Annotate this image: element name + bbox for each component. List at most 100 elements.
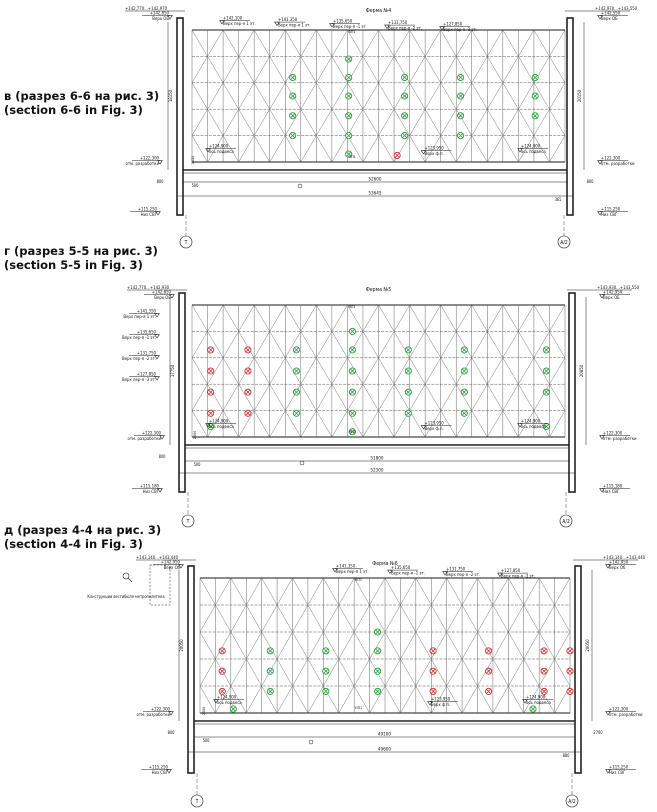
diagonal-1-12-4 <box>378 135 395 163</box>
floor-level-3-2-label: Верх пер-я -2 эт. <box>446 572 480 578</box>
diagonal-3-22-1 <box>538 604 555 633</box>
sensor-red-2-4-cross-b <box>245 347 251 353</box>
sensor-red-2-7-cross-b <box>245 410 251 416</box>
diagonal-2-9-0 <box>331 304 348 332</box>
diagonal-2-9-4 <box>331 410 348 438</box>
diagonal-3-14-1 <box>415 604 432 633</box>
diagonal-3-6-3 <box>292 658 309 687</box>
sensor-red-3-2-cross-b <box>219 689 225 694</box>
floor-level-1-1-value: +141,350 <box>278 17 298 23</box>
axis-bubble-right-3 <box>565 794 579 808</box>
diagonal-3-17-0 <box>461 577 478 606</box>
top-left-range-3: +143,140...+143,440 <box>136 555 179 561</box>
axis-left-label-3: Т <box>195 799 199 805</box>
right-ob-level-2-label: Верх ОБ <box>603 295 620 301</box>
diagonal-1-10-2 <box>347 82 364 110</box>
left-ob-level-3-label: Верх Об <box>164 564 181 571</box>
vestibule-note: Конструкции вестибюля метрополитена <box>87 564 171 606</box>
diagonal-1-4-1 <box>253 56 270 83</box>
diagonal-1-19-2 <box>487 82 504 110</box>
floor-level-1-0-label: Верх пер-я 1 эт. <box>223 21 256 27</box>
diagonal-3-7-4 <box>307 685 324 714</box>
diagonal-3-19-1 <box>492 604 509 633</box>
diagonal-1-7-1 <box>300 56 317 83</box>
hanger-right-1-label: ось подвеса <box>521 150 546 155</box>
diagonal-1-8-0 <box>316 29 333 57</box>
diagonal-1-0-0 <box>191 29 208 57</box>
floor-level-2-3-label: Верх пер-я -3 эт. <box>122 377 156 383</box>
diagonal-1-19-1 <box>487 56 504 83</box>
sensor-red-2-3-cross-b <box>208 410 213 416</box>
diagonal-3-13-1 <box>400 604 417 633</box>
diagonal-1-8-1 <box>316 56 333 83</box>
diagonal-3-23-0 <box>554 577 571 606</box>
sensor-red-3-0-cross-b <box>219 648 225 654</box>
diagonal-2-17-3 <box>456 384 472 411</box>
span-inner-2: 51800 <box>370 456 384 462</box>
diagonal-2-11-0 <box>362 304 379 332</box>
diagonal-3-1-2 <box>215 631 232 660</box>
diagonal-2-17-4 <box>456 410 472 438</box>
diagonal-2-19-2 <box>487 357 504 385</box>
floor-level-2-2-value: +131,750 <box>137 350 157 356</box>
exc-left-3-value: +122,300 <box>151 706 171 712</box>
diagonal-2-15-1 <box>424 331 441 358</box>
diagonal-1-3-4 <box>238 135 255 163</box>
diagonal-3-19-4 <box>492 685 509 714</box>
axis-left-label-2: Т <box>186 519 190 525</box>
diagonal-2-4-3 <box>253 384 270 411</box>
diagonal-2-23-1 <box>549 331 566 358</box>
sensor-green-3-1-cross-b <box>268 668 273 674</box>
sensor-green-1-18-cross-b <box>532 75 538 80</box>
floor-level-3-0-value: +141,350 <box>336 563 356 569</box>
node-vp-2: ВП1 <box>349 304 356 309</box>
sensor-green-1-12-cross-b <box>402 113 407 119</box>
diagonal-3-2-1 <box>230 604 247 633</box>
diagonal-3-14-0 <box>415 577 432 606</box>
diagonal-1-14-1 <box>409 56 426 83</box>
node-vp-1: ВП1 <box>349 29 356 34</box>
sensor-green-2-9-cross-b <box>406 347 411 353</box>
diagonal-2-8-2 <box>316 357 333 385</box>
left-ob-level-2-value: +142,850 <box>152 289 172 295</box>
diagonal-1-22-3 <box>533 109 550 136</box>
diagonal-1-6-0 <box>285 29 301 57</box>
bottom-mid-level-3-label: Верх ф.п. <box>431 702 450 708</box>
floor-level-1-2-value: +135,650 <box>333 18 353 24</box>
magnifier-icon-1 <box>297 183 303 189</box>
sensor-green-2-7-cross-b <box>350 389 355 395</box>
sensor-green-2-13-cross-b <box>462 347 467 353</box>
diagonal-1-7-3 <box>300 109 317 136</box>
truss-section-1: Ферма №4ВП1НП1+142,770...+142,970+142,97… <box>125 6 638 249</box>
diagonal-1-5-2 <box>269 82 286 110</box>
diagonal-2-1-0 <box>207 304 224 332</box>
sensor-green-2-1-cross-b <box>294 368 299 374</box>
diagonal-2-2-0 <box>222 304 239 332</box>
diagonal-3-13-4 <box>400 685 417 714</box>
diagonal-2-23-4 <box>549 410 566 438</box>
diagonal-2-15-0 <box>424 304 441 332</box>
diagonal-2-1-2 <box>207 357 224 385</box>
exc-right-2-label: отм. разработки <box>603 435 637 442</box>
diagonal-3-2-3 <box>230 658 247 687</box>
diagonal-2-0-3 <box>191 384 208 411</box>
tick-left-w-1: 800 <box>157 179 165 184</box>
diagonal-2-13-1 <box>393 331 410 358</box>
diagonal-2-15-2 <box>424 357 441 385</box>
diagonal-3-5-1 <box>276 604 293 633</box>
floor-level-2-0-value: +141,350 <box>137 308 157 314</box>
diagonal-3-14-2 <box>415 631 432 660</box>
diagonal-2-7-2 <box>300 357 317 385</box>
diagonal-3-21-0 <box>523 577 540 606</box>
diagonal-1-15-3 <box>424 109 441 136</box>
hanger-right-2-label: ось подвеса <box>521 425 546 430</box>
span-outer-3: 49600 <box>378 747 392 753</box>
diagonal-3-6-4 <box>292 685 309 714</box>
exc-right-1-label: отм. разработки <box>601 160 635 167</box>
pile-left-3-label: Низ СВГ <box>152 770 169 776</box>
bottom-mid-level-1-label: Верх ф.п. <box>425 151 444 157</box>
right-wall-3 <box>574 565 582 774</box>
diagonal-2-12-0 <box>378 304 395 332</box>
pile-right-1-label: Низ СВГ <box>601 212 618 218</box>
hanger-right-3-value: +124,900 <box>526 694 546 700</box>
